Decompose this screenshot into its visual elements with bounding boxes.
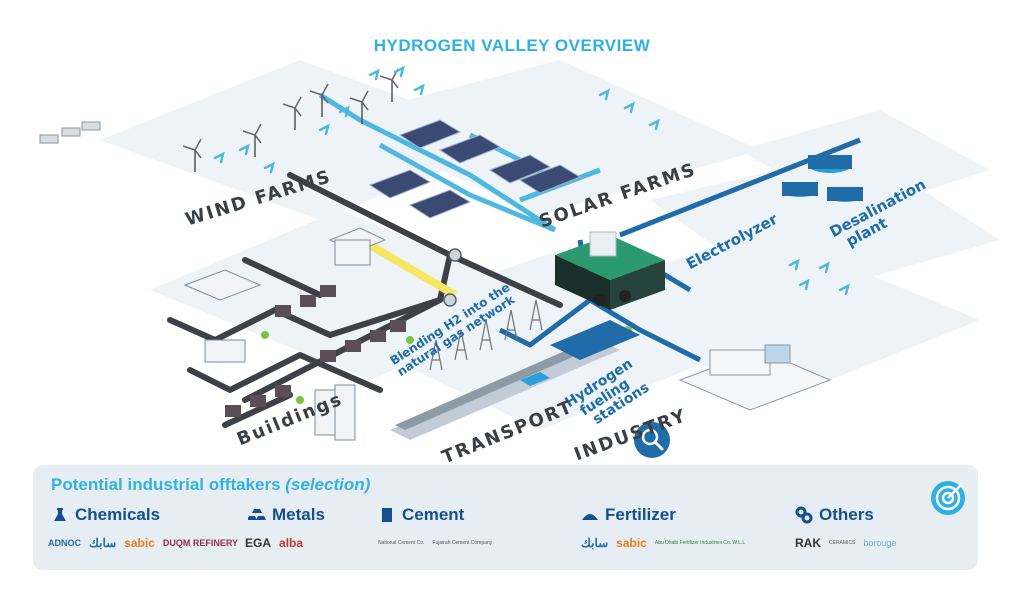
gears-icon <box>795 506 813 524</box>
fujairah-cement-logo: Fujairah Cement Company <box>432 540 493 546</box>
ega-logo: EGA <box>245 536 272 550</box>
train <box>390 320 640 440</box>
buildings <box>183 227 387 441</box>
solar-panels <box>368 119 582 219</box>
trucks <box>39 121 101 144</box>
category-others-label: Others <box>819 505 874 524</box>
offtakers-title-italic: (selection) <box>285 475 371 494</box>
wind-marks <box>213 65 850 296</box>
wind-turbines <box>182 68 399 172</box>
transmission-towers <box>429 299 543 371</box>
page-title: HYDROGEN VALLEY OVERVIEW <box>373 36 651 55</box>
category-others: Others <box>795 505 874 525</box>
national-cement-logo: National Cement Co. <box>378 540 425 546</box>
sabic-arabic-logo: سابك <box>89 536 117 550</box>
category-fertilizer-label: Fertilizer <box>605 505 676 524</box>
desalination-tanks <box>782 155 863 202</box>
hydrogen-valley-illustration <box>39 60 1000 458</box>
sabic-logo-2: sabic <box>616 536 647 550</box>
alba-logo: alba <box>279 536 304 550</box>
industry-complex <box>678 344 832 411</box>
ingots-icon <box>248 509 266 520</box>
sabic-logo: sabic <box>124 536 155 550</box>
category-metals: Metals <box>248 505 325 525</box>
metals-logos: EGA alba <box>245 531 303 555</box>
offtakers-title-text: Potential industrial offtakers <box>51 475 286 494</box>
duqm-refinery-logo: DUQM REFINERY <box>162 538 239 548</box>
category-cement-label: Cement <box>402 505 465 524</box>
category-cement: Cement <box>378 505 464 525</box>
sabic-arabic-logo-2: سابك <box>581 536 609 550</box>
silo-icon <box>382 508 392 522</box>
mound-icon <box>582 514 598 520</box>
pipe-valves <box>443 248 462 307</box>
offtakers-panel: Potential industrial offtakers (selectio… <box>33 465 978 570</box>
abu-dhabi-fertilizer-logo: Abu Dhabi Fertilizer Industries Co. W.L.… <box>654 540 746 546</box>
flask-icon <box>54 508 66 521</box>
search-icon <box>634 422 670 458</box>
chemicals-logos: ADNOC سابك sabic DUQM REFINERY <box>48 531 238 555</box>
cement-logos: National Cement Co. Fujairah Cement Comp… <box>378 531 492 555</box>
adnoc-logo: ADNOC <box>48 538 81 548</box>
target-icon <box>931 481 965 515</box>
others-logos: RAK CERAMICS borouge <box>795 531 896 555</box>
houses <box>225 285 406 417</box>
electrolyzer-hub <box>555 231 665 310</box>
fertilizer-logos: سابك sabic Abu Dhabi Fertilizer Industri… <box>581 531 745 555</box>
borouge-logo: borouge <box>863 538 897 548</box>
rak-ceramics-sublabel: CERAMICS <box>829 540 856 546</box>
category-chemicals-label: Chemicals <box>75 505 161 524</box>
rak-logo: RAK <box>795 536 821 550</box>
hydrogen-pipe <box>367 241 458 299</box>
category-fertilizer: Fertilizer <box>581 505 676 525</box>
offtakers-title: Potential industrial offtakers (selectio… <box>51 475 370 495</box>
category-chemicals: Chemicals <box>51 505 160 525</box>
category-metals-label: Metals <box>272 505 325 524</box>
